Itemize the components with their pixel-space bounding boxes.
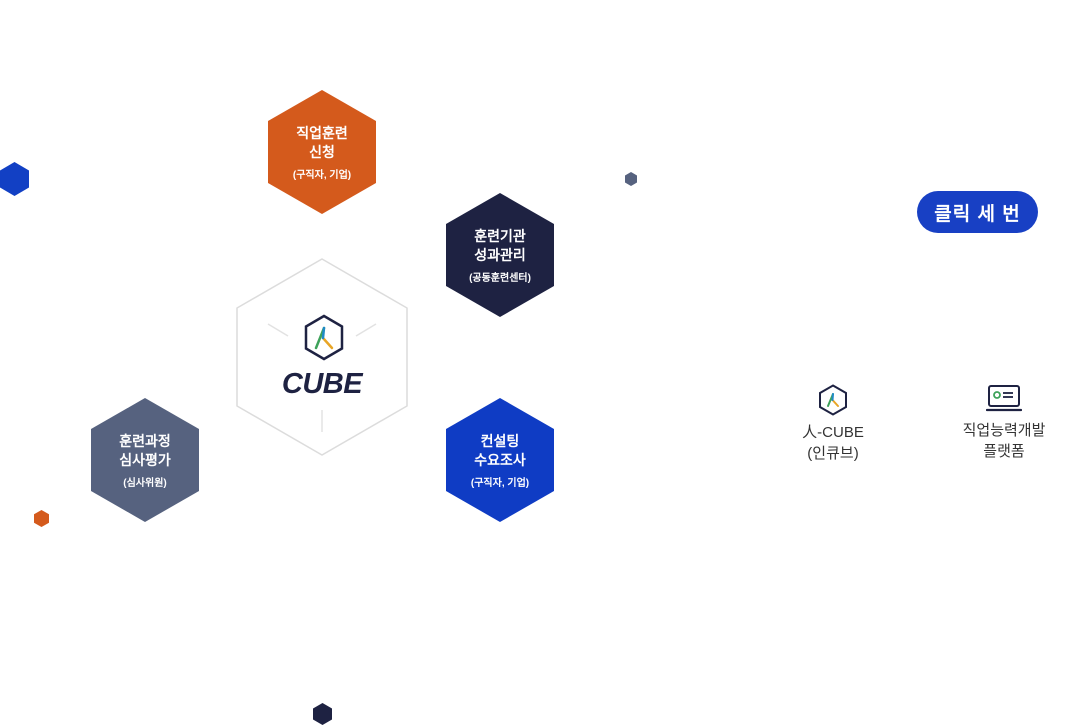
- hexagon-title-line2: 신청: [309, 143, 335, 160]
- hexagon-subtitle: (공동훈련센터): [469, 272, 531, 284]
- incube-label-line2: (인큐브): [807, 445, 859, 462]
- incube-label-line1: 人-CUBE: [802, 424, 864, 441]
- hexagon-training-apply[interactable]: 직업훈련 신청 (구직자, 기업): [268, 90, 376, 214]
- cube-logo-text: CUBE: [281, 368, 363, 400]
- decor-hexagon-blue: [0, 162, 29, 196]
- hexagon-title-line1: 훈련과정: [119, 432, 171, 449]
- cube-center-hexagon: [236, 258, 408, 456]
- platform-label-line1: 직업능력개발: [962, 422, 1046, 439]
- hexagon-performance-management[interactable]: 훈련기관 성과관리 (공동훈련센터): [446, 193, 554, 317]
- hexagon-title-line1: 컨설팅: [480, 432, 520, 449]
- hexagon-subtitle: (구직자, 기업): [470, 477, 530, 489]
- person-hexagon-icon: [304, 314, 344, 361]
- platform-label-line2: 플랫폼: [983, 443, 1025, 460]
- hexagon-title-line1: 직업훈련: [296, 124, 348, 141]
- monitor-icon: [986, 385, 1022, 412]
- hexagon-title-line2: 수요조사: [474, 451, 526, 468]
- click-three-times-button[interactable]: 클릭 세 번: [917, 191, 1038, 233]
- hexagon-title-line2: 성과관리: [474, 246, 526, 263]
- hexagon-subtitle: (구직자, 기업): [292, 169, 352, 181]
- decor-hexagon-slate: [625, 172, 637, 186]
- hexagon-course-review[interactable]: 훈련과정 심사평가 (심사위원): [91, 398, 199, 522]
- hexagon-title-line2: 심사평가: [119, 451, 171, 468]
- person-hexagon-icon: [819, 384, 847, 416]
- hexagon-consulting-survey[interactable]: 컨설팅 수요조사 (구직자, 기업): [446, 398, 554, 522]
- job-skills-platform-link[interactable]: 직업능력개발 플랫폼: [944, 384, 1064, 462]
- incube-link[interactable]: 人-CUBE (인큐브): [778, 384, 888, 464]
- decor-hexagon-orange: [34, 510, 49, 527]
- hexagon-title-line1: 훈련기관: [474, 227, 526, 244]
- hexagon-subtitle: (심사위원): [123, 477, 167, 489]
- decor-hexagon-navy: [313, 703, 332, 725]
